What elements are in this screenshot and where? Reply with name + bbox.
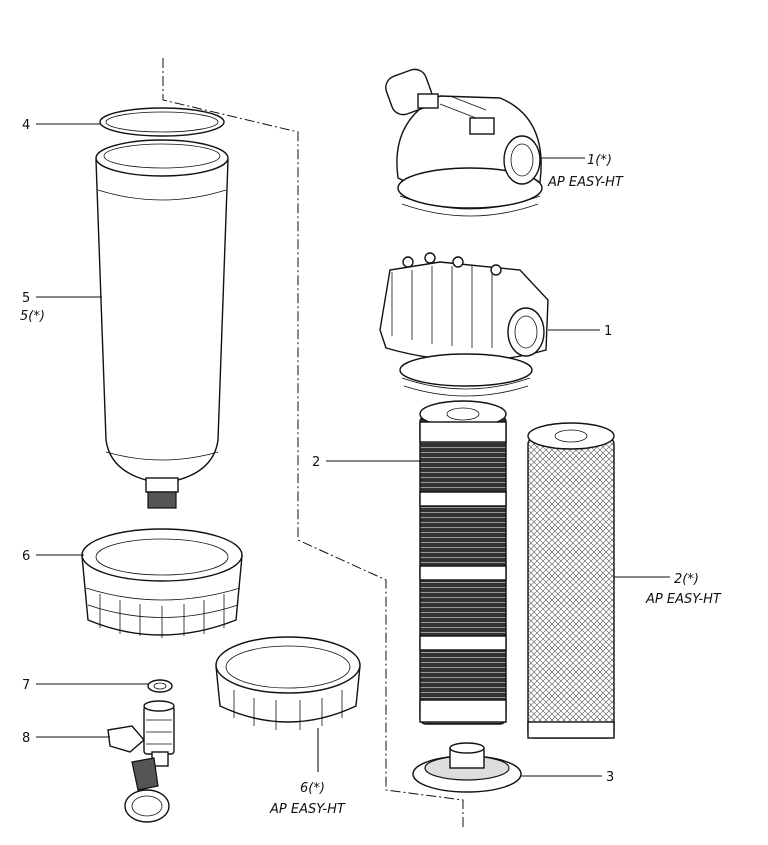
label-part-6-alt: 6(*): [300, 781, 325, 796]
part-8-drain-valve: [107, 700, 175, 823]
label-part-6-alt-model: AP EASY-HT: [269, 802, 346, 817]
part-2-mesh-cartridge: [419, 400, 507, 725]
label-part-2-alt-model: AP EASY-HT: [645, 592, 722, 607]
label-part-3: 3: [606, 770, 614, 785]
part-7-small-o-ring: [147, 679, 173, 693]
callout-labels: 4 5 5(*) 6 7 8 1(*) AP EASY-HT 1 2 2(*) …: [20, 118, 722, 817]
part-3-base-plate: [412, 742, 522, 793]
part-1-head: [379, 252, 549, 397]
label-part-7: 7: [22, 678, 30, 693]
label-part-1-alt-model: AP EASY-HT: [547, 175, 624, 190]
label-part-8: 8: [22, 731, 30, 746]
assembly-axis-line: [162, 58, 464, 828]
part-4-o-ring: [99, 107, 225, 137]
part-2-alt-cartridge: [527, 422, 615, 739]
label-part-5-alt: 5(*): [20, 309, 45, 324]
label-part-4: 4: [22, 118, 30, 133]
label-part-2: 2: [312, 455, 320, 470]
part-5-bowl: [95, 139, 229, 509]
label-part-1-alt: 1(*): [587, 153, 612, 168]
part-6-alt-ring-nut: [215, 636, 361, 730]
label-part-6: 6: [22, 549, 30, 564]
label-part-1: 1: [604, 324, 612, 339]
label-part-2-alt: 2(*): [674, 572, 699, 587]
label-part-5: 5: [22, 291, 30, 306]
part-1-alt-head: [385, 68, 543, 217]
part-6-ring-nut: [81, 528, 243, 638]
leader-lines: [36, 123, 670, 777]
